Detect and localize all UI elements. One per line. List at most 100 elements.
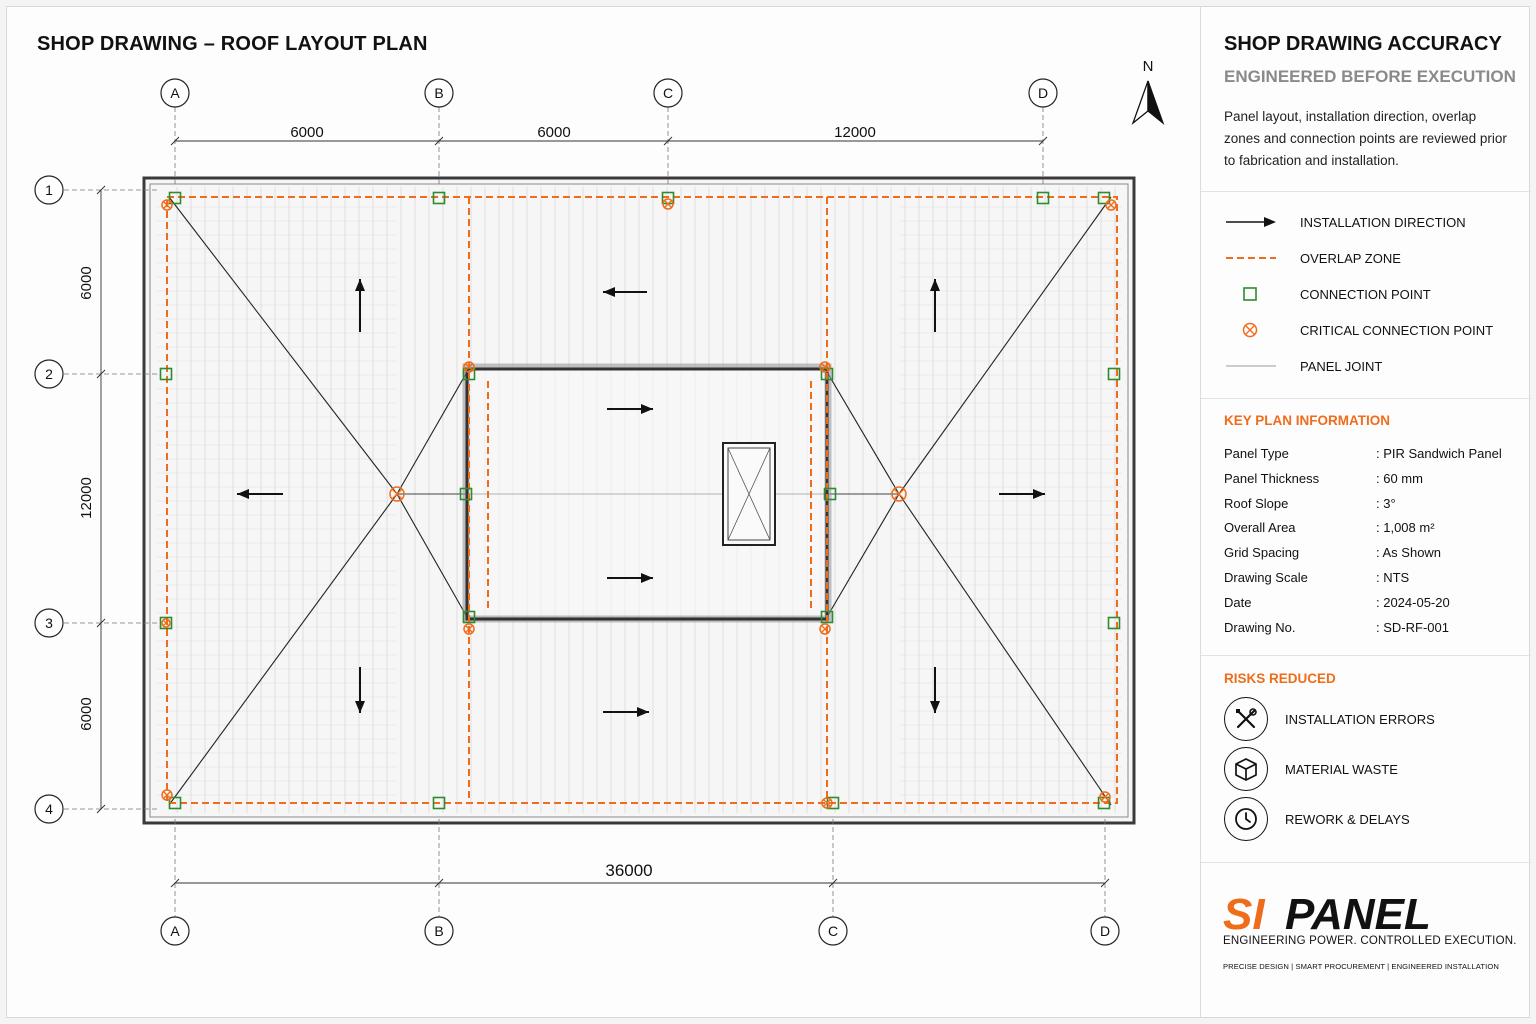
roof-edge-inner — [149, 183, 1129, 818]
critical-connection-point — [389, 486, 405, 502]
connection-point — [432, 191, 446, 205]
brand-tagline: ENGINEERING POWER. CONTROLLED EXECUTION. — [1223, 935, 1517, 947]
grid-label-top: D — [1038, 85, 1048, 101]
dimension-tick — [663, 136, 673, 146]
info-value: : 2024-05-20 — [1376, 594, 1450, 610]
critical-connection-point — [1099, 791, 1111, 803]
north-label: N — [1143, 58, 1154, 75]
critical-connection-point — [161, 789, 173, 801]
sidebar-title: SHOP DRAWING ACCURACY — [1224, 33, 1502, 55]
info-key: Drawing No. — [1224, 619, 1296, 635]
info-sidebar: SHOP DRAWING ACCURACY ENGINEERED BEFORE … — [1200, 7, 1531, 1017]
hip-line — [898, 196, 1112, 495]
critical-connection-mark — [391, 488, 403, 500]
grid-label-bottom: B — [434, 923, 443, 939]
info-key: Panel Thickness — [1224, 470, 1320, 486]
connection-point — [168, 191, 182, 205]
critical-connection-point — [821, 797, 833, 809]
grid-label-bottom: A — [170, 923, 180, 939]
sidebar-description: Panel layout, installation direction, ov… — [1224, 109, 1507, 168]
square-marker-icon — [1224, 282, 1300, 306]
hip-line — [168, 493, 398, 806]
critical-connection-mark — [823, 799, 831, 807]
dimension-label-bottom: 36000 — [605, 861, 652, 880]
critical-marker-icon — [1224, 318, 1300, 342]
grid-label-bottom: C — [828, 923, 838, 939]
grid-label-row: 1 — [45, 182, 53, 198]
connection-point — [1107, 367, 1121, 381]
critical-connection-point — [161, 199, 173, 211]
legend-overlap-zone: OVERLAP ZONE — [1224, 246, 1524, 270]
dimension-tick — [170, 878, 180, 888]
dimension-tick — [96, 369, 106, 379]
info-row: Overall Area: 1,008 m² — [1224, 520, 1524, 538]
critical-connection-mark — [821, 363, 829, 371]
hip-line — [826, 493, 900, 618]
dimension-tick — [828, 878, 838, 888]
box-icon — [1224, 747, 1268, 791]
info-key: Panel Type — [1224, 446, 1289, 461]
info-row: Grid Spacing: As Shown — [1224, 545, 1524, 563]
divider — [1201, 398, 1531, 399]
grid-bubble — [34, 175, 64, 205]
connection-point — [159, 367, 173, 381]
critical-connection-point — [463, 623, 475, 635]
installation-arrow-head — [355, 279, 365, 291]
logo-si-text: SI — [1223, 890, 1265, 935]
hip-line — [168, 196, 398, 495]
dashed-line-icon — [1224, 246, 1300, 270]
connection-point — [820, 610, 834, 624]
connection-point — [168, 796, 182, 810]
grid-bubble — [34, 794, 64, 824]
installation-arrow-head — [637, 707, 649, 717]
grid-label-top: A — [170, 85, 180, 101]
north-arrow-icon — [1131, 80, 1149, 125]
critical-connection-point — [1105, 199, 1117, 211]
info-value: : SD-RF-001 — [1376, 619, 1449, 635]
dimension-tick — [170, 136, 180, 146]
connection-point — [823, 487, 837, 501]
grid-label-row: 2 — [45, 366, 53, 382]
connection-point — [432, 796, 446, 810]
critical-connection-mark — [465, 363, 473, 371]
tools-icon — [1224, 697, 1268, 741]
skylight-inner — [727, 447, 771, 541]
connection-point — [459, 487, 473, 501]
grid-bubble — [424, 916, 454, 946]
risk-material-waste: MATERIAL WASTE — [1224, 746, 1524, 792]
risk-installation-errors: INSTALLATION ERRORS — [1224, 696, 1524, 742]
installation-arrow-head — [930, 701, 940, 713]
grid-bubble — [34, 359, 64, 389]
info-value: : 3° — [1376, 495, 1396, 511]
grid-bubble — [160, 78, 190, 108]
grid-bubble — [34, 608, 64, 638]
connection-point — [462, 610, 476, 624]
hip-line — [826, 371, 900, 495]
critical-connection-mark — [664, 200, 672, 208]
brand-subline: PRECISE DESIGN | SMART PROCUREMENT | ENG… — [1223, 962, 1499, 971]
dimension-tick — [434, 878, 444, 888]
grid-bubble — [818, 916, 848, 946]
key-info-heading: KEY PLAN INFORMATION — [1224, 413, 1391, 428]
risks-heading: RISKS REDUCED — [1224, 671, 1336, 686]
grid-label-row: 4 — [45, 801, 53, 817]
connection-point — [1107, 616, 1121, 630]
info-value: : As Shown — [1376, 545, 1442, 561]
connection-point — [159, 616, 173, 630]
hip-line — [396, 371, 468, 495]
dimension-tick — [1100, 878, 1110, 888]
hip-line — [898, 493, 1112, 806]
hip-line — [396, 493, 468, 618]
dimension-label-left: 12000 — [78, 477, 95, 519]
installation-arrow-head — [355, 701, 365, 713]
critical-connection-mark — [893, 488, 905, 500]
grid-label-top: C — [663, 85, 673, 101]
info-row: Date: 2024-05-20 — [1224, 595, 1524, 613]
dimension-tick — [96, 185, 106, 195]
info-row: Roof Slope: 3° — [1224, 496, 1524, 514]
critical-connection-mark — [1101, 793, 1109, 801]
grid-bubble — [424, 78, 454, 108]
legend-critical-connection-point: CRITICAL CONNECTION POINT — [1224, 318, 1524, 342]
installation-arrow-head — [603, 287, 615, 297]
